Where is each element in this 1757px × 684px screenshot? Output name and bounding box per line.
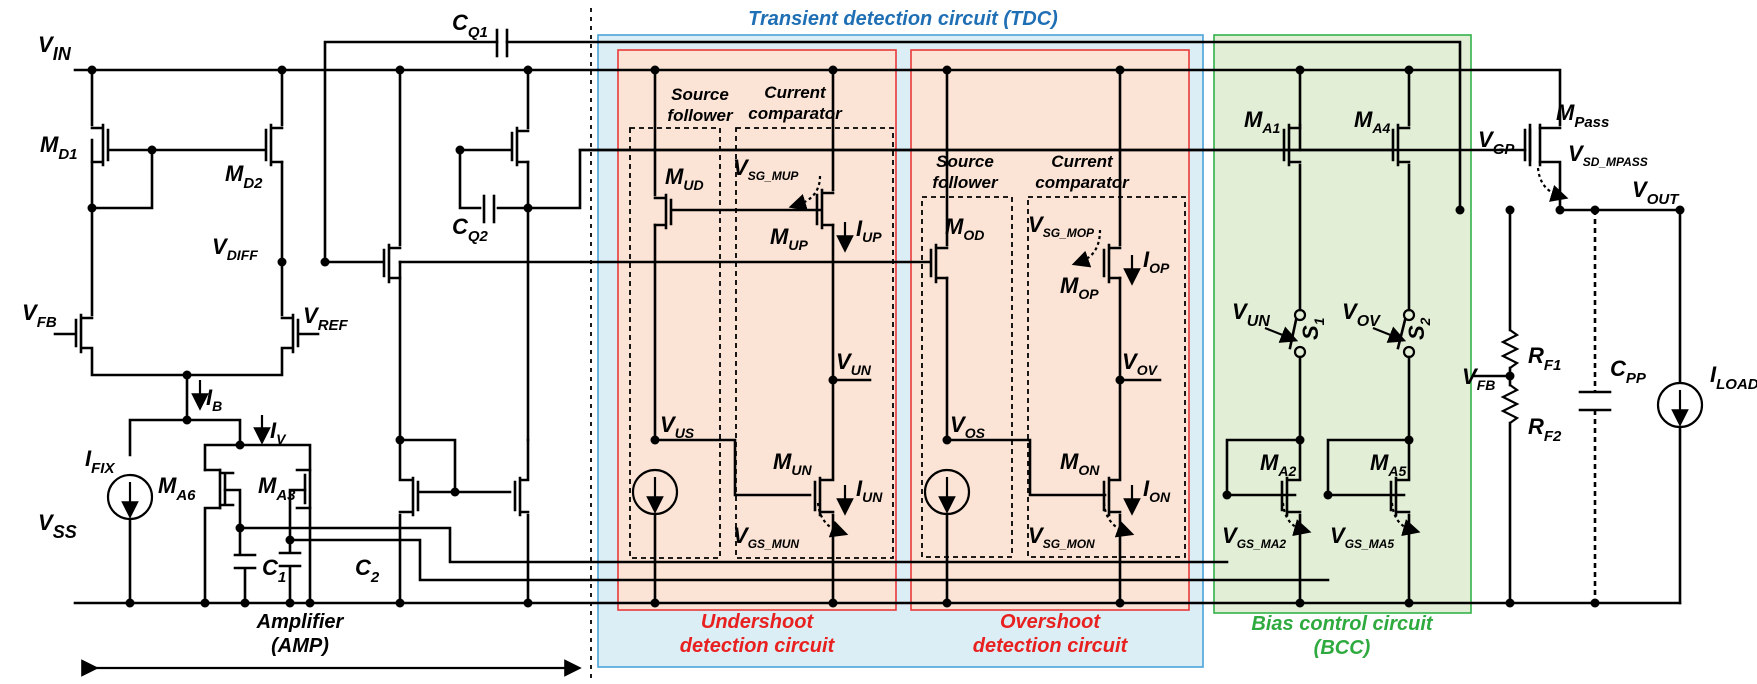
label-vov-sw: VOV xyxy=(1342,299,1381,330)
label-vsg-mon: VSG_MON xyxy=(1028,523,1095,551)
label-mop: MOP xyxy=(1060,273,1099,302)
label-md1: MD1 xyxy=(40,132,78,163)
cq1-wire xyxy=(323,40,1462,264)
label-vun: VUN xyxy=(836,349,872,378)
label-vsg-mop: VSG_MOP xyxy=(1028,212,1095,240)
current-comparator-label-1a: Current xyxy=(764,83,827,102)
label-ma4: MA4 xyxy=(1354,107,1390,136)
label-ma6: MA6 xyxy=(158,473,196,504)
current-comparator-label-2b: comparator xyxy=(1035,173,1130,192)
tdc-title: Transient detection circuit (TDC) xyxy=(748,8,1058,30)
undershoot-title-2: detection circuit xyxy=(680,635,836,657)
node-labels: VIN VSS VOUT VDIFF VFB VREF VFB VGP VSD_MPASS CQ1… xyxy=(22,10,1757,586)
label-mod: MOD xyxy=(945,214,984,243)
label-mup: MUP xyxy=(770,224,808,253)
label-iop: IOP xyxy=(1143,247,1170,276)
undershoot-title-1: Undershoot xyxy=(701,611,815,633)
overshoot-region xyxy=(910,49,1190,611)
label-vus: VUS xyxy=(660,412,695,441)
label-rf1: RF1 xyxy=(1528,343,1561,374)
label-s1: S1 xyxy=(1298,317,1327,340)
bcc-title-2: (BCC) xyxy=(1314,637,1371,659)
label-cq1: CQ1 xyxy=(452,10,488,41)
label-vsd-mpass: VSD_MPASS xyxy=(1568,141,1648,169)
label-vgs-mun: VGS_MUN xyxy=(733,523,799,551)
label-vfb-amp: VFB xyxy=(22,300,57,331)
label-vgs-ma5: VGS_MA5 xyxy=(1330,523,1394,551)
label-iun: IUN xyxy=(856,476,883,505)
source-follower-label-2a: Source xyxy=(936,152,994,171)
bcc-title-1: Bias control circuit xyxy=(1251,613,1433,635)
amp-title-2: (AMP) xyxy=(271,635,329,657)
label-mud: MUD xyxy=(665,164,704,193)
label-ib: IB xyxy=(206,385,222,414)
label-vgs-ma2: VGS_MA2 xyxy=(1222,523,1286,551)
source-follower-label-1a: Source xyxy=(671,85,729,104)
label-mun: MUN xyxy=(773,449,812,478)
label-vsg-mup: VSG_MUP xyxy=(733,155,799,183)
label-c2: C2 xyxy=(355,555,380,586)
overshoot-title-1: Overshoot xyxy=(1000,611,1101,633)
label-ifix: IFIX xyxy=(85,446,115,477)
undershoot-region xyxy=(617,49,897,611)
source-follower-box-2 xyxy=(921,196,1013,558)
label-cq2: CQ2 xyxy=(452,214,489,245)
vin-rail xyxy=(73,68,1562,127)
label-ion: ION xyxy=(1143,476,1171,505)
label-ma5: MA5 xyxy=(1370,450,1406,479)
source-follower-label-1b: follower xyxy=(667,106,734,125)
overshoot-title-2: detection circuit xyxy=(973,635,1129,657)
current-comparator-box-1 xyxy=(735,127,894,559)
amp-title-1: Amplifier xyxy=(256,611,345,633)
label-s2: S2 xyxy=(1404,317,1433,340)
source-follower-box-1 xyxy=(629,127,721,559)
label-vos: VOS xyxy=(950,412,986,441)
source-follower-label-2b: follower xyxy=(932,173,999,192)
label-cpp: CPP xyxy=(1610,356,1647,387)
label-rf2: RF2 xyxy=(1528,414,1562,445)
label-iv: IV xyxy=(270,418,287,447)
label-ma1: MA1 xyxy=(1244,107,1280,136)
label-vov: VOV xyxy=(1122,349,1159,378)
current-comparator-box-2 xyxy=(1027,196,1186,558)
label-vin: VIN xyxy=(38,32,72,64)
label-iload: ILOAD xyxy=(1710,362,1757,393)
current-comparator-label-2a: Current xyxy=(1051,152,1114,171)
label-vfb-div: VFB xyxy=(1462,364,1495,393)
label-vref: VREF xyxy=(303,303,349,334)
label-vun-sw: VUN xyxy=(1232,299,1270,330)
label-ma3: MA3 xyxy=(258,473,296,504)
bcc-region xyxy=(1213,34,1472,614)
label-md2: MD2 xyxy=(225,161,263,192)
label-ma2: MA2 xyxy=(1260,450,1296,479)
label-vss: VSS xyxy=(38,510,77,542)
label-vdiff: VDIFF xyxy=(212,234,258,263)
label-mon: MON xyxy=(1060,449,1100,478)
label-iup: IUP xyxy=(856,216,882,245)
current-comparator-label-1b: comparator xyxy=(748,104,843,123)
label-vgp: VGP xyxy=(1478,127,1515,158)
label-c1: C1 xyxy=(262,555,286,586)
label-vout: VOUT xyxy=(1632,177,1680,208)
label-mpass: MPass xyxy=(1556,100,1609,131)
